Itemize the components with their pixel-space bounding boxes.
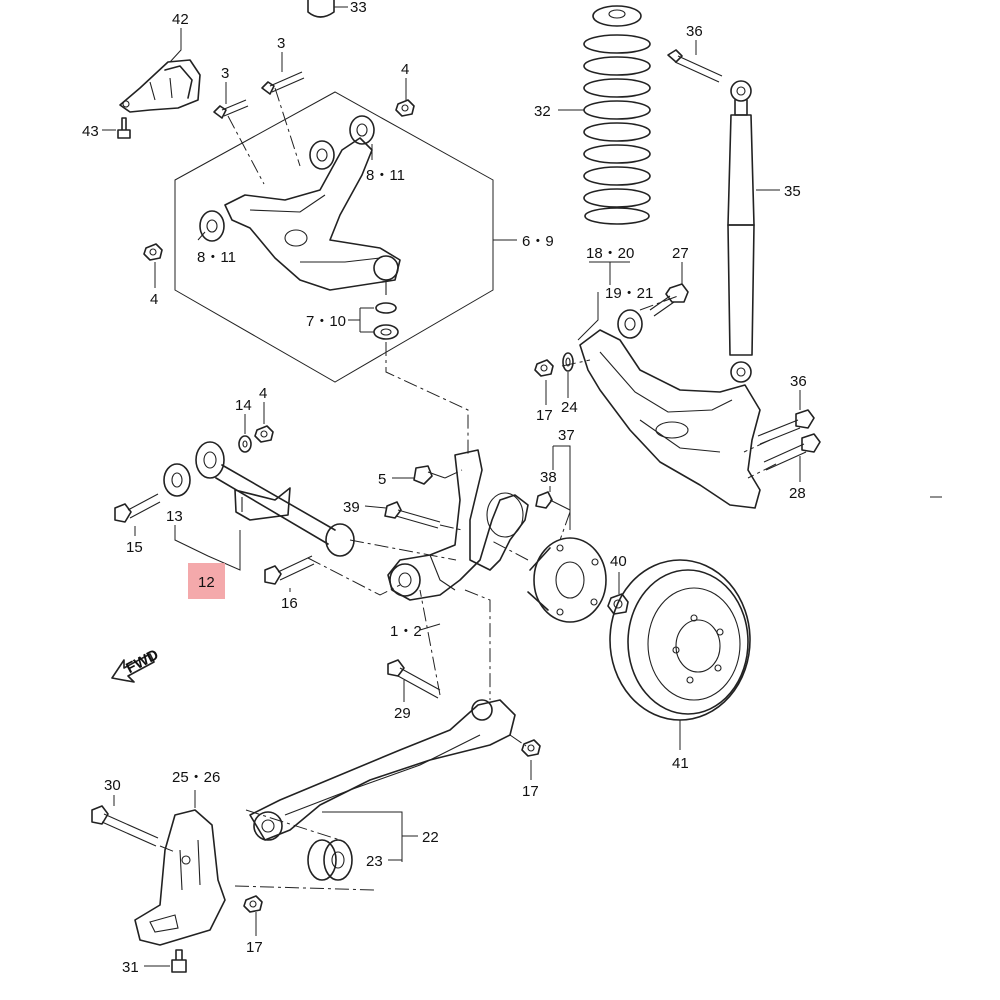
callout-4-left: 4 <box>150 291 158 308</box>
callout-4-top: 4 <box>401 61 409 78</box>
part-37-hub <box>527 537 607 623</box>
callout-36-top: 36 <box>686 23 703 40</box>
callout-28: 28 <box>789 485 806 502</box>
part-31-bolt <box>171 949 187 973</box>
part-17-nut-bottom <box>243 895 263 913</box>
callout-39: 39 <box>343 499 360 516</box>
callout-17-bottom: 17 <box>246 939 263 956</box>
part-30-bolt <box>91 805 159 847</box>
callout-38: 38 <box>540 469 557 486</box>
callout-18-20: 18・20 <box>586 245 634 262</box>
part-17-nut-lower <box>521 739 541 757</box>
callout-42: 42 <box>172 11 189 28</box>
leader-lines <box>102 6 942 967</box>
callout-12: 12 <box>198 574 215 591</box>
callout-3-right: 3 <box>277 35 285 52</box>
part-24-washer <box>562 352 574 372</box>
callout-17-lower: 17 <box>522 783 539 800</box>
part-12-lateral-rod <box>163 441 355 557</box>
part-36-bolt-lower <box>757 409 815 445</box>
callout-19-21: 19・21 <box>605 285 653 302</box>
callout-6-9: 6・9 <box>522 233 554 250</box>
callout-30: 30 <box>104 777 121 794</box>
part-18-20-lower-arm <box>579 309 761 509</box>
callout-7-10: 7・10 <box>306 313 346 330</box>
part-42-bracket <box>119 59 201 113</box>
callout-13: 13 <box>166 508 183 525</box>
callout-33: 33 <box>350 0 367 16</box>
callout-4-mid: 4 <box>259 385 267 402</box>
part-5-bolt <box>413 465 446 485</box>
callout-25-26: 25・26 <box>172 769 220 786</box>
callout-8-11-left: 8・11 <box>197 249 236 266</box>
part-1-2-knuckle <box>387 449 529 601</box>
callout-labels: 42 33 3 3 4 43 8・11 8・11 4 6・9 7・10 36 3… <box>82 0 807 976</box>
part-38-stud <box>535 491 571 511</box>
callout-23: 23 <box>366 853 383 870</box>
part-35-shock-absorber <box>727 80 755 383</box>
callout-43: 43 <box>82 123 99 140</box>
callout-3-left: 3 <box>221 65 229 82</box>
callout-36-lower: 36 <box>790 373 807 390</box>
part-4-nut-top <box>395 99 415 117</box>
part-27-bolt <box>649 283 689 317</box>
callout-29: 29 <box>394 705 411 722</box>
part-17-nut-upper <box>534 359 554 377</box>
part-16-bolt <box>264 555 315 585</box>
part-32-coil-spring <box>583 5 651 225</box>
callout-41: 41 <box>672 755 689 772</box>
part-14-washer <box>238 435 252 453</box>
callout-8-11-right: 8・11 <box>366 167 405 184</box>
highlight-box-12 <box>188 563 225 599</box>
part-41-brake-drum <box>609 559 751 721</box>
part-33-bump-stop <box>307 0 335 18</box>
callout-1-2: 1・2 <box>390 623 422 640</box>
callout-27: 27 <box>672 245 689 262</box>
part-4-nut-left <box>143 243 163 261</box>
part-3-bolt-right <box>261 71 305 95</box>
fwd-label: FWD <box>123 646 161 677</box>
part-4-nut-mid <box>254 425 274 443</box>
callout-17-upper: 17 <box>536 407 553 424</box>
callout-37: 37 <box>558 427 575 444</box>
callout-24: 24 <box>561 399 578 416</box>
upper-control-arm <box>199 115 401 340</box>
callout-15: 15 <box>126 539 143 556</box>
part-43-bolt <box>117 117 131 139</box>
callout-35: 35 <box>784 183 801 200</box>
callout-22: 22 <box>422 829 439 846</box>
part-29-bolt <box>387 659 441 699</box>
part-25-26-bracket <box>134 809 226 946</box>
callout-32: 32 <box>534 103 551 120</box>
part-22-trailing-arm <box>249 699 516 841</box>
part-15-bolt <box>114 493 161 523</box>
part-3-bolt-left <box>213 99 249 119</box>
part-39-bolt <box>384 501 441 529</box>
part-36-bolt-top <box>667 49 723 83</box>
callout-14: 14 <box>235 397 252 414</box>
part-23-bushing <box>307 839 353 881</box>
part-28-bolt <box>763 433 821 471</box>
callout-40: 40 <box>610 553 627 570</box>
callout-5: 5 <box>378 471 386 488</box>
callout-31: 31 <box>122 959 139 976</box>
callout-16: 16 <box>281 595 298 612</box>
upper-arm-group-outline <box>174 91 494 383</box>
fwd-arrow-icon: FWD <box>111 646 162 683</box>
